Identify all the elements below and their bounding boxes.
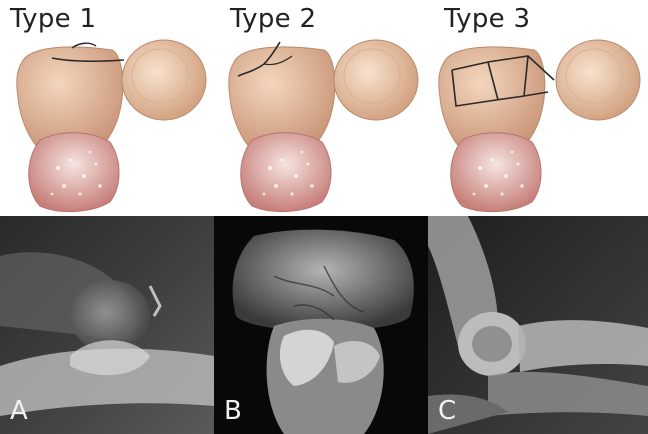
radiograph-a-panel: A xyxy=(0,216,214,434)
type-1-panel: Type 1 xyxy=(0,0,214,215)
radiograph-b-image xyxy=(214,216,428,434)
type-3-panel: Type 3 xyxy=(428,0,648,215)
type-1-title: Type 1 xyxy=(10,4,96,34)
radiograph-c-image xyxy=(428,216,648,434)
radiograph-a-image xyxy=(0,216,214,434)
radiograph-b-panel: B xyxy=(214,216,428,434)
radiograph-c-panel: C xyxy=(428,216,648,434)
radiograph-b-label: B xyxy=(224,396,242,426)
type-2-title: Type 2 xyxy=(230,4,316,34)
type-2-panel: Type 2 xyxy=(214,0,428,215)
illustration-row: Type 1 xyxy=(0,0,648,215)
radiograph-c-label: C xyxy=(438,396,456,426)
radiograph-row: A B xyxy=(0,216,648,434)
radiograph-a-label: A xyxy=(10,396,28,426)
type-3-title: Type 3 xyxy=(444,4,530,34)
